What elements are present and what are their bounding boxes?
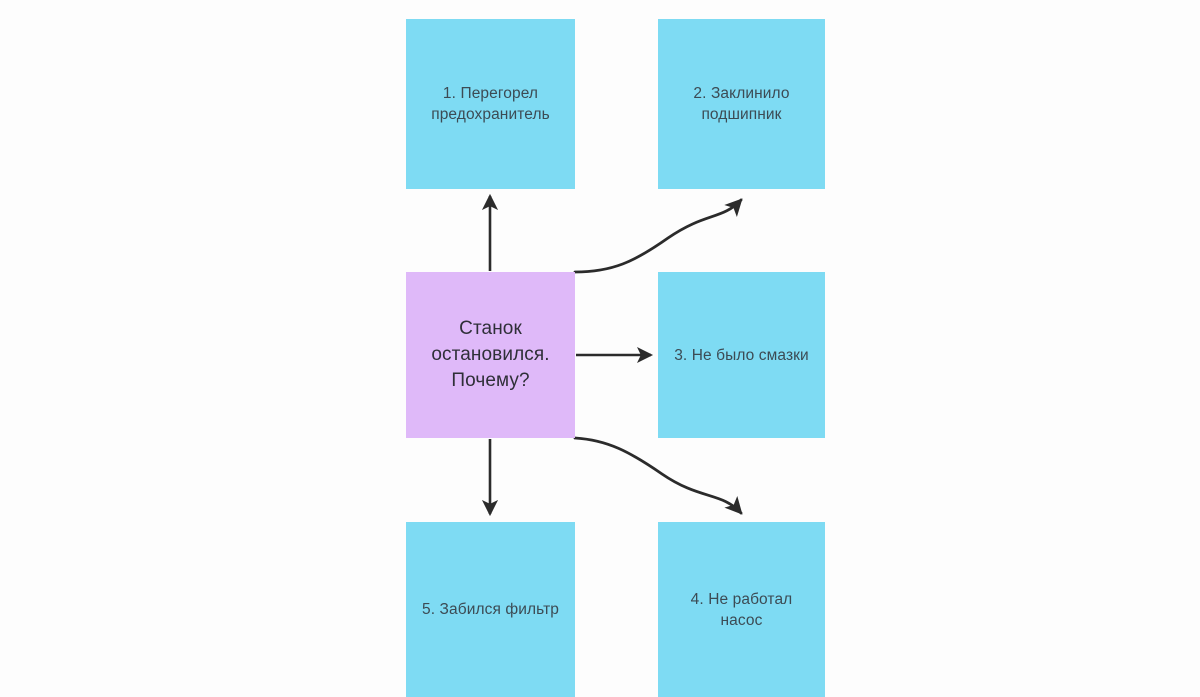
node-cause-1[interactable]: 1. Перегорел предохранитель (406, 19, 575, 189)
node-problem[interactable]: Станок остановился. Почему? (406, 272, 575, 438)
node-cause-5-label: 5. Забился фильтр (422, 601, 559, 618)
node-cause-5[interactable]: 5. Забился фильтр (406, 522, 575, 697)
node-cause-4[interactable]: 4. Не работал насос (658, 522, 825, 697)
node-cause-1-label: 1. Перегорел предохранитель (431, 85, 550, 123)
node-problem-label: Станок остановился. Почему? (431, 318, 550, 391)
edge-problem-to-cause4 (573, 436, 743, 515)
node-cause-3[interactable]: 3. Не было смазки (658, 272, 825, 438)
node-cause-2-label: 2. Заклинило подшипник (693, 85, 790, 123)
node-cause-3-label: 3. Не было смазки (674, 346, 809, 364)
node-cause-2[interactable]: 2. Заклинило подшипник (658, 19, 825, 189)
node-cause-4-label: 4. Не работал насос (690, 590, 793, 629)
edge-problem-to-cause2 (573, 198, 743, 274)
